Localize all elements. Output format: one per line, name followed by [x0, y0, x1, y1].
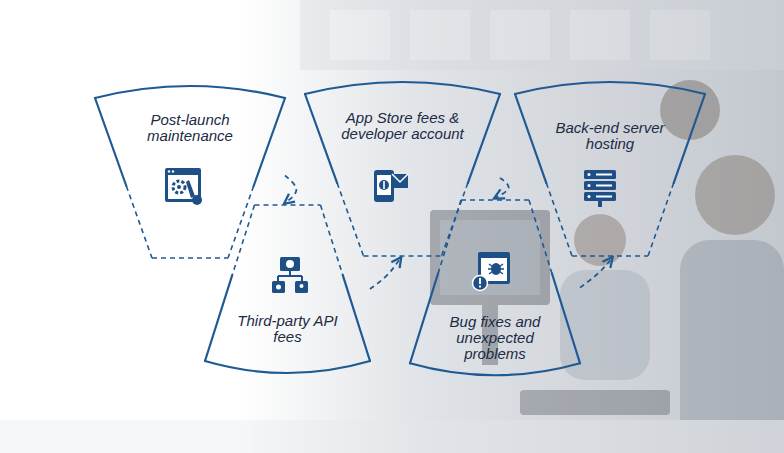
outline-dashed [546, 183, 572, 256]
flow-arrow [580, 258, 612, 288]
outline-dashed [572, 255, 648, 257]
node-label: Third-party API fees [233, 313, 343, 345]
outline-stroke [205, 275, 232, 361]
outline-dashed [255, 204, 321, 206]
outline-dashed [126, 186, 152, 258]
funnel-shape: App Store fees & developer account [305, 80, 500, 258]
outline-dashed [438, 200, 461, 273]
funnel-outline [515, 80, 705, 258]
outline-dashed [152, 257, 228, 259]
outline-stroke [674, 94, 705, 183]
funnel-shape: Back-end server hosting [515, 80, 705, 258]
node-label: App Store fees & developer account [333, 110, 473, 142]
outline-stroke [95, 86, 285, 98]
maintenance-icon [165, 168, 202, 205]
flow-arrow [495, 178, 509, 198]
outline-dashed [461, 199, 529, 201]
outline-stroke [343, 275, 370, 361]
outline-stroke [468, 94, 500, 183]
outline-stroke [205, 361, 370, 373]
inverted-funnel-shape: Bug fixes and unexpected problems [410, 198, 580, 377]
server-icon [584, 170, 616, 207]
app-store-fees-icon [374, 170, 408, 202]
funnel-outline [305, 80, 500, 258]
funnel-shape: Post-launch maintenance [95, 84, 285, 260]
node-label: Post-launch maintenance [125, 112, 255, 144]
inverted-funnel-shape: Third-party API fees [205, 203, 370, 375]
outline-dashed [648, 183, 674, 256]
outline-stroke [410, 363, 580, 375]
outline-stroke [515, 82, 705, 94]
outline-stroke [305, 82, 500, 94]
funnel-outline [205, 203, 370, 375]
outline-stroke [254, 98, 285, 186]
node-label: Bug fixes and unexpected problems [435, 314, 555, 361]
funnel-outline [95, 84, 285, 260]
outline-dashed [321, 205, 343, 275]
flow-arrow [370, 258, 401, 289]
flow-arrow [285, 176, 296, 203]
outline-dashed [232, 205, 254, 275]
outline-stroke [410, 273, 438, 363]
outline-stroke [552, 273, 580, 363]
outline-stroke [515, 94, 546, 183]
node-label: Back-end server hosting [550, 120, 670, 152]
outline-stroke [95, 98, 126, 186]
outline-dashed [228, 186, 254, 258]
outline-dashed [529, 200, 552, 273]
bug-icon [473, 252, 511, 291]
api-fees-icon [272, 257, 308, 293]
outline-dashed [337, 183, 363, 256]
outline-stroke [305, 94, 337, 183]
outline-dashed [364, 255, 442, 257]
